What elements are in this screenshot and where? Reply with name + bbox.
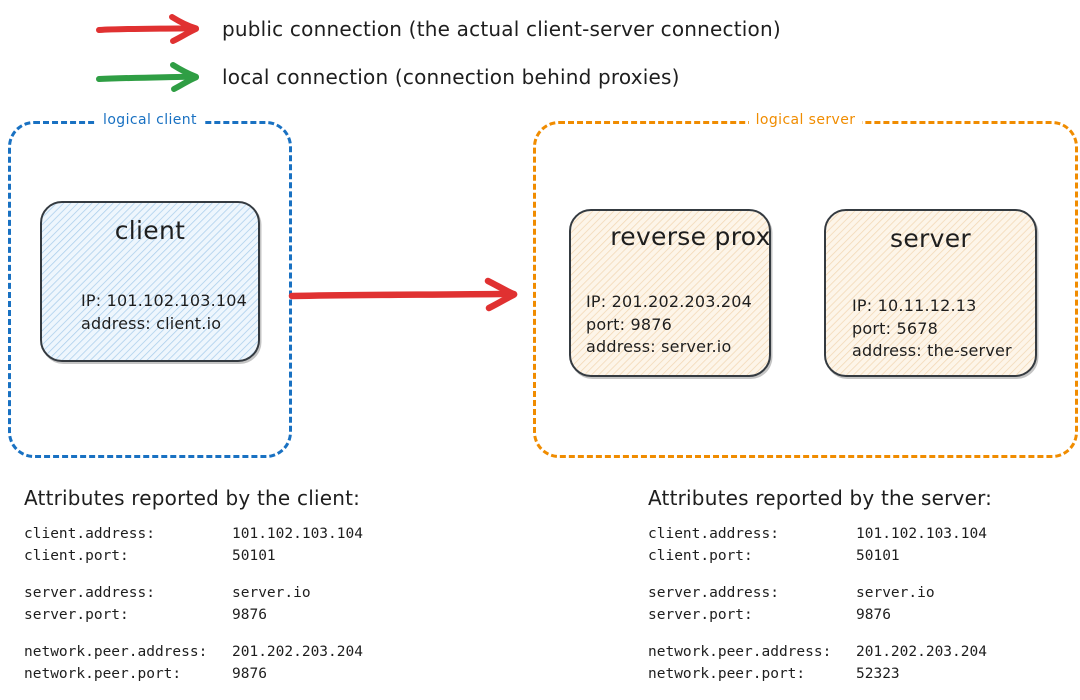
attributes-server-block: Attributes reported by the server: clien… — [648, 486, 992, 700]
table-row: server.port: 9876 — [648, 604, 992, 626]
attr-value: 52323 — [856, 666, 900, 683]
attr-value: 201.202.203.204 — [232, 644, 363, 661]
attr-key: client.port: — [648, 548, 753, 565]
table-row: client.port: 50101 — [24, 545, 363, 567]
node-client-title: client — [114, 216, 186, 245]
node-client-details: IP: 101.102.103.104 address: client.io — [42, 290, 258, 335]
attr-value: 9876 — [232, 607, 267, 624]
attr-value: 101.102.103.104 — [232, 526, 363, 542]
table-row: network.peer.address: 201.202.203.204 — [24, 641, 363, 663]
node-server-port: port: 5678 — [852, 318, 938, 338]
logical-server-label-text: logical server — [748, 112, 863, 128]
attributes-client-group-3: network.peer.address: 201.202.203.204 net… — [24, 641, 363, 685]
logical-client-label: logical client — [11, 112, 289, 128]
table-row: network.peer.address: 201.202.203.204 — [648, 641, 992, 663]
table-row: client.port: 50101 — [648, 545, 992, 567]
legend-label-public: public connection (the actual client-ser… — [222, 17, 781, 41]
attr-key: client.address: — [648, 526, 779, 542]
attr-key: network.peer.address: — [24, 644, 208, 661]
table-row: server.port: 9876 — [24, 604, 363, 626]
legend-item-local: local connection (connection behind prox… — [0, 56, 1080, 98]
table-row: network.peer.port: 52323 — [648, 663, 992, 685]
hatch-pattern-orange-proxy — [571, 211, 769, 375]
attributes-server-title: Attributes reported by the server: — [648, 486, 993, 510]
green-arrow-icon — [96, 62, 199, 92]
attr-key: server.address: — [24, 585, 155, 602]
table-row: network.peer.port: 9876 — [24, 663, 363, 685]
attr-key: client.address: — [24, 526, 155, 542]
attr-value: 50101 — [856, 548, 900, 565]
attributes-server-group-3: network.peer.address: 201.202.203.204 net… — [648, 641, 992, 685]
attributes-server-group-1: client.address: 101.102.103.104 client.po… — [648, 523, 992, 567]
legend: public connection (the actual client-ser… — [0, 0, 1080, 105]
attr-key: network.peer.port: — [24, 666, 182, 683]
logical-server-container: logical server — [533, 112, 1078, 458]
attributes-client-block: Attributes reported by the client: clien… — [24, 486, 363, 700]
attr-value: 9876 — [856, 607, 891, 624]
attr-value: 101.102.103.104 — [856, 526, 987, 542]
attributes-client-group-1: client.address: 101.102.103.104 client.po… — [24, 523, 363, 567]
legend-item-public: public connection (the actual client-ser… — [0, 8, 1080, 50]
node-server-ip: IP: 10.11.12.13 — [852, 296, 977, 315]
logical-client-container: logical client — [8, 112, 292, 458]
attributes-server-group-2: server.address: server.io server.port: 987… — [648, 582, 992, 626]
node-reverse-proxy-title: reverse proxy — [610, 222, 771, 251]
node-client[interactable]: client IP: 101.102.103.104 address: clie… — [40, 201, 260, 362]
attributes-client-group-2: server.address: server.io server.port: 987… — [24, 582, 363, 626]
attr-value: 201.202.203.204 — [856, 644, 987, 661]
attr-key: server.port: — [648, 607, 753, 624]
logical-server-label: logical server — [536, 112, 1075, 128]
hatch-pattern-orange-server — [826, 211, 1035, 375]
node-client-ip: IP: 101.102.103.104 — [81, 291, 248, 310]
attr-key: network.peer.address: — [648, 644, 832, 661]
attributes-client-title: Attributes reported by the client: — [24, 486, 361, 510]
legend-label-local: local connection (connection behind prox… — [222, 65, 680, 89]
node-reverse-proxy[interactable]: reverse proxy IP: 201.202.203.204 port: … — [569, 209, 771, 377]
node-client-address: address: client.io — [81, 313, 222, 333]
attr-value: 50101 — [232, 548, 276, 565]
node-reverse-proxy-details: IP: 201.202.203.204 port: 9876 address: … — [571, 291, 769, 359]
attr-key: server.port: — [24, 607, 129, 624]
red-arrow-icon — [96, 14, 199, 44]
node-reverse-proxy-address: address: server.io — [586, 337, 732, 357]
node-server-title: server — [890, 224, 971, 253]
attr-value: 9876 — [232, 666, 267, 683]
attr-value: server.io — [856, 585, 935, 602]
public-connection-arrow — [288, 277, 518, 312]
table-row: client.address: 101.102.103.104 — [648, 523, 992, 545]
attr-key: network.peer.port: — [648, 666, 806, 683]
attr-value: server.io — [232, 585, 311, 602]
node-reverse-proxy-ip: IP: 201.202.203.204 — [586, 292, 753, 311]
table-row: server.address: server.io — [648, 582, 992, 604]
node-reverse-proxy-port: port: 9876 — [586, 314, 672, 334]
node-server[interactable]: server IP: 10.11.12.13 port: 5678 addres… — [824, 209, 1037, 377]
logical-client-label-text: logical client — [96, 112, 204, 128]
attr-key: server.address: — [648, 585, 779, 602]
attr-key: client.port: — [24, 548, 129, 565]
node-server-details: IP: 10.11.12.13 port: 5678 address: the-… — [826, 295, 1035, 363]
node-server-address: address: the-server — [852, 341, 1012, 361]
table-row: server.address: server.io — [24, 582, 363, 604]
table-row: client.address: 101.102.103.104 — [24, 523, 363, 545]
hatch-pattern-blue — [42, 203, 258, 360]
